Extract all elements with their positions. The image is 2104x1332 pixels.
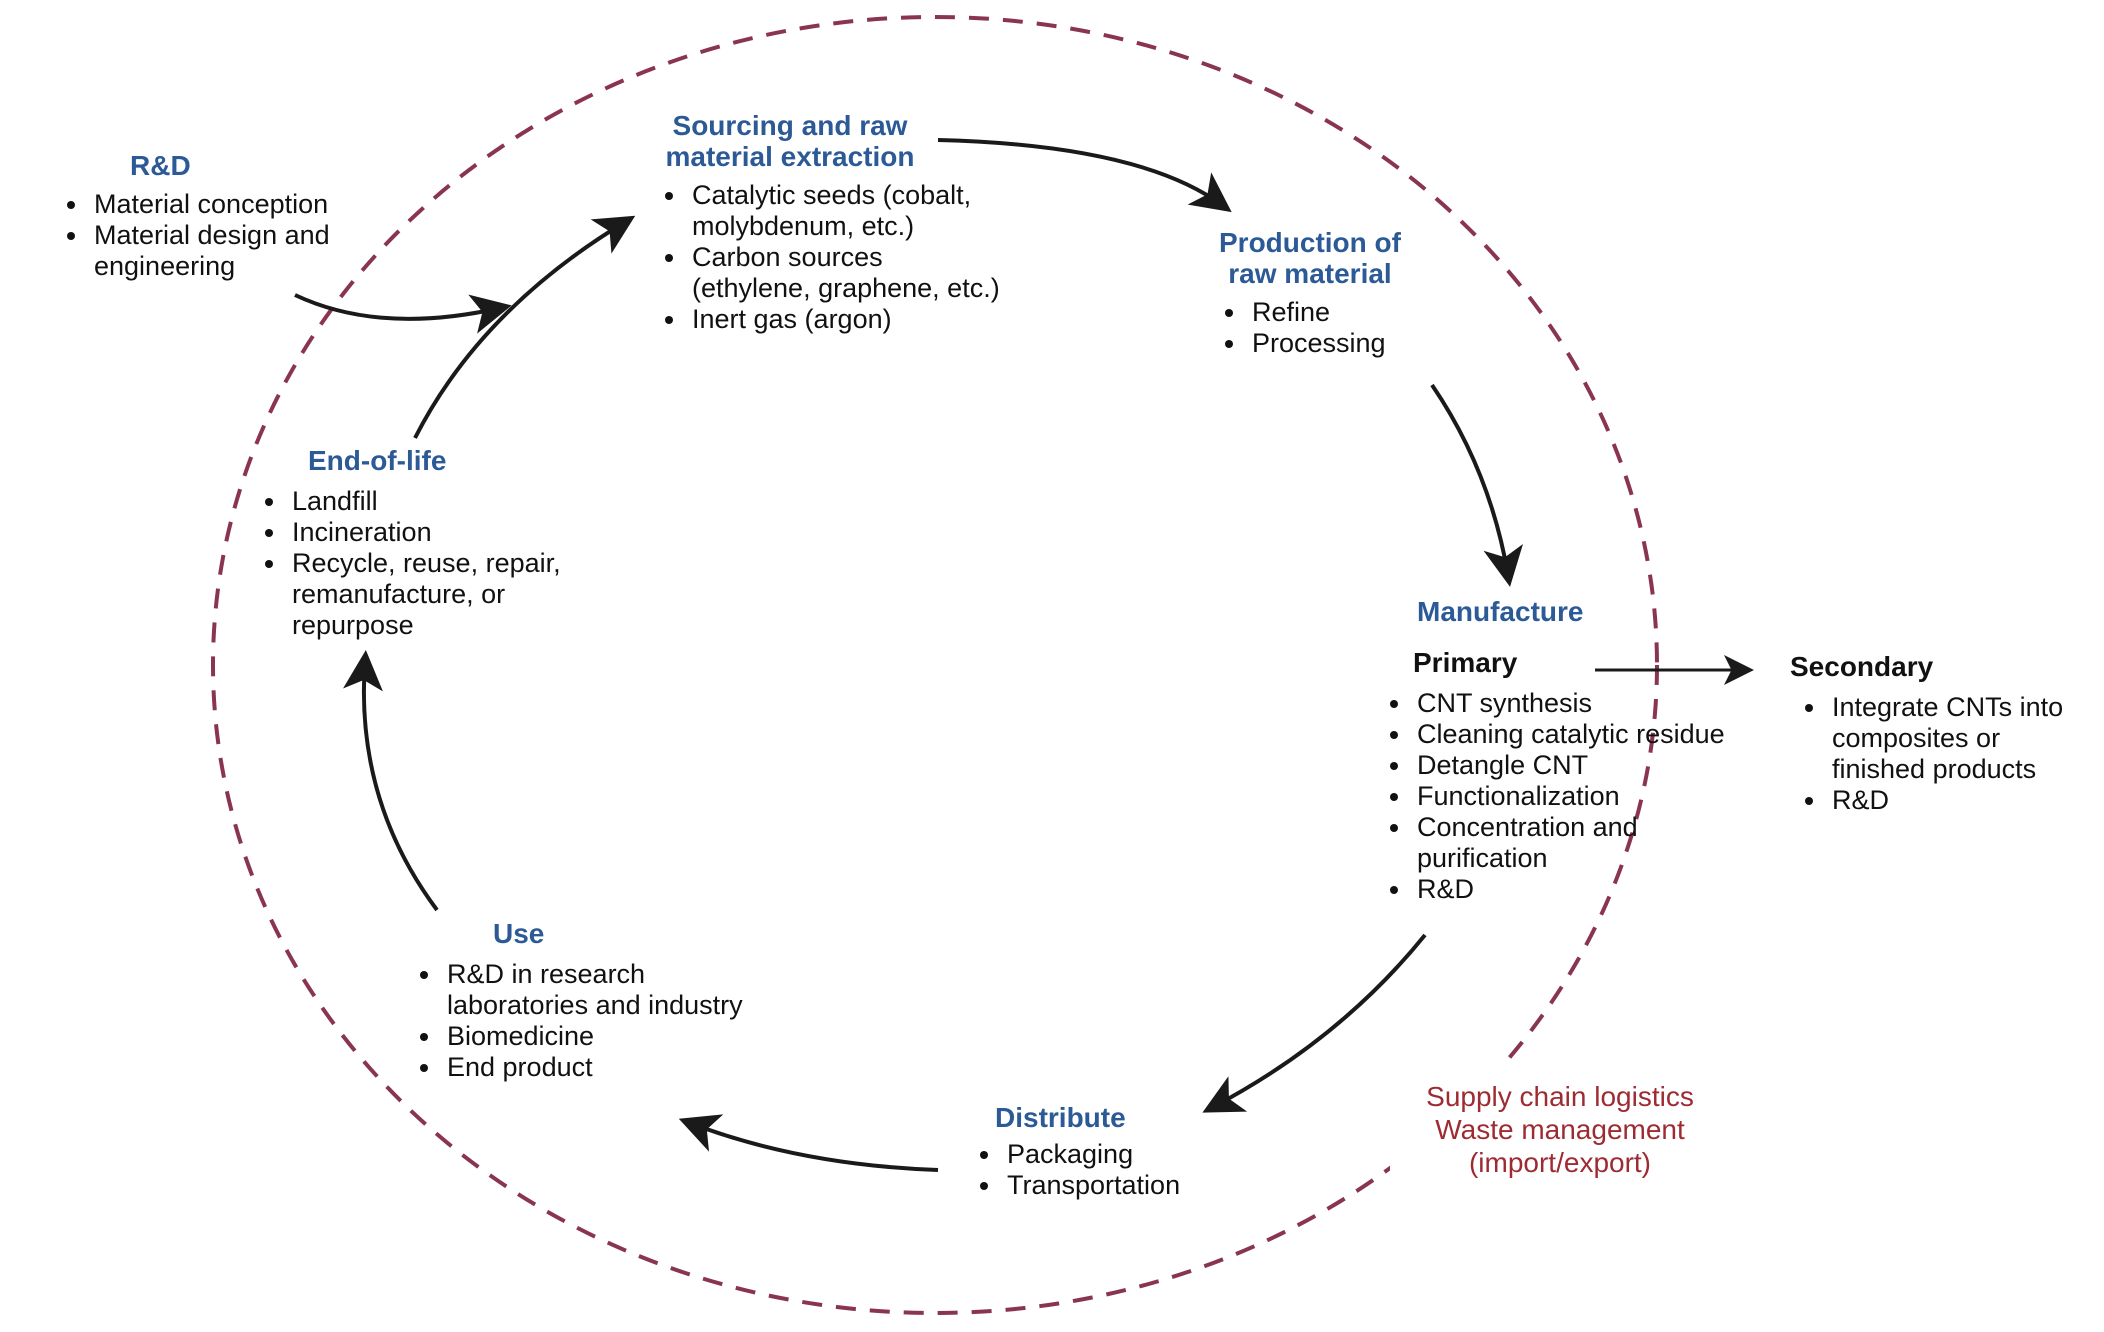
list-item: Material conception xyxy=(90,189,382,220)
list-item: Carbon sources (ethylene, graphene, etc.… xyxy=(688,242,1050,304)
list-item: R&D xyxy=(1828,785,2090,816)
list-item: R&D in research laboratories and industr… xyxy=(443,959,805,1021)
list-item: Refine xyxy=(1248,297,1450,328)
list-item: Packaging xyxy=(1003,1139,1245,1170)
supply-chain-note: Supply chain logistics Waste management … xyxy=(1380,1080,1740,1179)
arrow-production-to-manufacture xyxy=(1430,383,1523,587)
secondary-node: Secondary Integrate CNTs into composites… xyxy=(1790,651,2090,816)
list-item: Inert gas (argon) xyxy=(688,304,1050,335)
use-node: Use R&D in research laboratories and ind… xyxy=(405,918,805,1083)
list-item: Catalytic seeds (cobalt, molybdenum, etc… xyxy=(688,180,1050,242)
list-item: Integrate CNTs into composites or finish… xyxy=(1828,692,2090,785)
eol-list: Landfill Incineration Recycle, reuse, re… xyxy=(250,486,610,641)
secondary-list: Integrate CNTs into composites or finish… xyxy=(1790,692,2090,816)
manufacture-node: Manufacture Primary CNT synthesis Cleani… xyxy=(1375,596,1755,905)
distribute-title: Distribute xyxy=(995,1102,1126,1133)
sourcing-node: Sourcing and raw material extraction Cat… xyxy=(650,110,1050,335)
list-item: Landfill xyxy=(288,486,610,517)
list-item: Processing xyxy=(1248,328,1450,359)
production-title: Production of raw material xyxy=(1219,227,1401,289)
arrow-eol-to-sourcing xyxy=(413,215,636,439)
secondary-title: Secondary xyxy=(1790,651,1934,682)
note-mask xyxy=(1390,1065,1730,1205)
list-item: Functionalization xyxy=(1413,781,1755,812)
list-item: Cleaning catalytic residue xyxy=(1413,719,1755,750)
list-item: CNT synthesis xyxy=(1413,688,1755,719)
primary-list: CNT synthesis Cleaning catalytic residue… xyxy=(1375,688,1755,905)
arrow-manufacture-to-distribute xyxy=(1202,933,1427,1113)
rd-node: R&D Material conception Material design … xyxy=(52,150,382,282)
list-item: Biomedicine xyxy=(443,1021,805,1052)
note-line: Supply chain logistics xyxy=(1426,1081,1694,1112)
use-title: Use xyxy=(493,918,545,949)
list-item: Concentration and purification xyxy=(1413,812,1755,874)
arrow-sourcing-to-production xyxy=(937,138,1232,213)
rd-list: Material conception Material design and … xyxy=(52,189,382,282)
arrow-use-to-eol xyxy=(343,650,439,912)
use-list: R&D in research laboratories and industr… xyxy=(405,959,805,1083)
list-item: Material design and engineering xyxy=(90,220,382,282)
list-item: R&D xyxy=(1413,874,1755,905)
primary-title: Primary xyxy=(1413,647,1518,678)
arrow-rd-to-sourcing xyxy=(294,293,512,334)
list-item: End product xyxy=(443,1052,805,1083)
list-item: Transportation xyxy=(1003,1170,1245,1201)
manufacture-title: Manufacture xyxy=(1417,596,1584,627)
eol-title: End-of-life xyxy=(308,445,447,476)
list-item: Incineration xyxy=(288,517,610,548)
distribute-node: Distribute Packaging Transportation xyxy=(965,1102,1245,1201)
production-list: Refine Processing xyxy=(1210,297,1450,359)
arrow-distribute-to-use xyxy=(678,1114,939,1172)
supply-chain-boundary-circle xyxy=(211,15,1659,1315)
list-item: Recycle, reuse, repair, remanufacture, o… xyxy=(288,548,610,641)
list-item: Detangle CNT xyxy=(1413,750,1755,781)
note-line: Waste management xyxy=(1435,1114,1685,1145)
rd-title: R&D xyxy=(130,150,191,181)
note-line: (import/export) xyxy=(1468,1147,1652,1178)
production-node: Production of raw material Refine Proces… xyxy=(1210,227,1450,359)
eol-node: End-of-life Landfill Incineration Recycl… xyxy=(250,445,610,641)
distribute-list: Packaging Transportation xyxy=(965,1139,1245,1201)
sourcing-title: Sourcing and raw material extraction xyxy=(665,110,915,172)
sourcing-list: Catalytic seeds (cobalt, molybdenum, etc… xyxy=(650,180,1050,335)
